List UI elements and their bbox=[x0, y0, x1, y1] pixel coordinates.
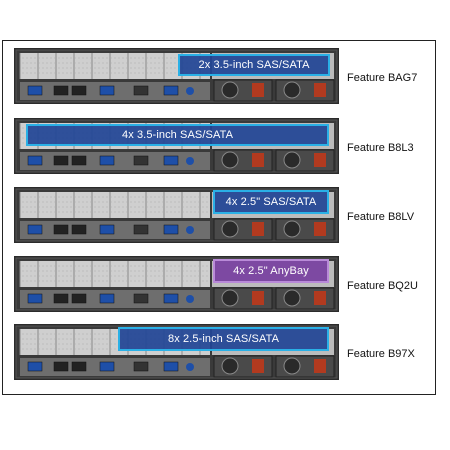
drive-bay-highlight: 4x 2.5" SAS/SATA bbox=[213, 190, 329, 214]
io-port bbox=[163, 155, 179, 166]
io-panel bbox=[20, 290, 210, 308]
psu-fan bbox=[221, 289, 239, 307]
drive-bay-label: 4x 2.5" AnyBay bbox=[233, 265, 309, 277]
io-port bbox=[53, 155, 69, 166]
feature-code: Feature B97X bbox=[347, 348, 415, 360]
io-panel bbox=[20, 82, 210, 100]
drive-bay-label: 4x 2.5" SAS/SATA bbox=[225, 196, 317, 208]
drive-bay-highlight: 2x 3.5-inch SAS/SATA bbox=[178, 54, 330, 76]
io-port bbox=[71, 224, 87, 235]
io-port bbox=[27, 224, 43, 235]
id-button bbox=[186, 363, 194, 371]
psu-handle bbox=[314, 359, 326, 373]
id-button bbox=[186, 157, 194, 165]
io-port bbox=[27, 155, 43, 166]
psu-handle bbox=[252, 359, 264, 373]
io-port bbox=[99, 361, 115, 372]
feature-code: Feature BQ2U bbox=[347, 280, 418, 292]
psu-fan bbox=[283, 220, 301, 238]
id-button bbox=[186, 295, 194, 303]
server-chassis-illustration bbox=[14, 256, 339, 312]
drive-bay-highlight: 4x 3.5-inch SAS/SATA bbox=[26, 124, 329, 146]
psu-handle bbox=[252, 222, 264, 236]
io-port bbox=[133, 155, 149, 166]
psu-fan bbox=[283, 151, 301, 169]
psu-fan bbox=[221, 357, 239, 375]
id-button bbox=[186, 87, 194, 95]
psu-fan bbox=[283, 81, 301, 99]
psu-fan bbox=[221, 220, 239, 238]
io-port bbox=[71, 155, 87, 166]
drive-bay-highlight: 4x 2.5" AnyBay bbox=[213, 259, 329, 283]
psu-handle bbox=[252, 291, 264, 305]
io-port bbox=[163, 85, 179, 96]
io-port bbox=[133, 361, 149, 372]
psu-handle bbox=[314, 83, 326, 97]
io-port bbox=[99, 85, 115, 96]
psu-handle bbox=[252, 83, 264, 97]
psu-handle bbox=[314, 153, 326, 167]
psu-handle bbox=[314, 291, 326, 305]
feature-code: Feature B8L3 bbox=[347, 142, 414, 154]
psu-fan bbox=[221, 81, 239, 99]
io-port bbox=[53, 361, 69, 372]
io-panel bbox=[20, 152, 210, 170]
io-port bbox=[71, 293, 87, 304]
io-port bbox=[27, 85, 43, 96]
io-port bbox=[53, 224, 69, 235]
io-port bbox=[133, 85, 149, 96]
io-port bbox=[163, 224, 179, 235]
io-port bbox=[99, 293, 115, 304]
feature-code: Feature BAG7 bbox=[347, 72, 418, 84]
io-port bbox=[133, 224, 149, 235]
psu-fan bbox=[283, 289, 301, 307]
drive-bay-label: 8x 2.5-inch SAS/SATA bbox=[167, 333, 280, 345]
io-panel bbox=[20, 221, 210, 239]
io-port bbox=[163, 293, 179, 304]
io-port bbox=[71, 361, 87, 372]
psu-handle bbox=[314, 222, 326, 236]
io-port bbox=[27, 293, 43, 304]
psu-fan bbox=[221, 151, 239, 169]
pcie-slot-area bbox=[20, 192, 210, 218]
io-port bbox=[99, 224, 115, 235]
io-port bbox=[71, 85, 87, 96]
io-port bbox=[53, 293, 69, 304]
server-rear-view bbox=[14, 256, 339, 312]
drive-bay-label: 4x 3.5-inch SAS/SATA bbox=[121, 129, 234, 141]
id-button bbox=[186, 226, 194, 234]
psu-fan bbox=[283, 357, 301, 375]
io-panel bbox=[20, 358, 210, 376]
io-port bbox=[99, 155, 115, 166]
pcie-slot-area bbox=[20, 261, 210, 287]
io-port bbox=[53, 85, 69, 96]
drive-bay-highlight: 8x 2.5-inch SAS/SATA bbox=[118, 327, 329, 351]
feature-code: Feature B8LV bbox=[347, 211, 415, 223]
drive-bay-label: 2x 3.5-inch SAS/SATA bbox=[198, 59, 310, 71]
io-port bbox=[27, 361, 43, 372]
io-port bbox=[163, 361, 179, 372]
psu-handle bbox=[252, 153, 264, 167]
io-port bbox=[133, 293, 149, 304]
